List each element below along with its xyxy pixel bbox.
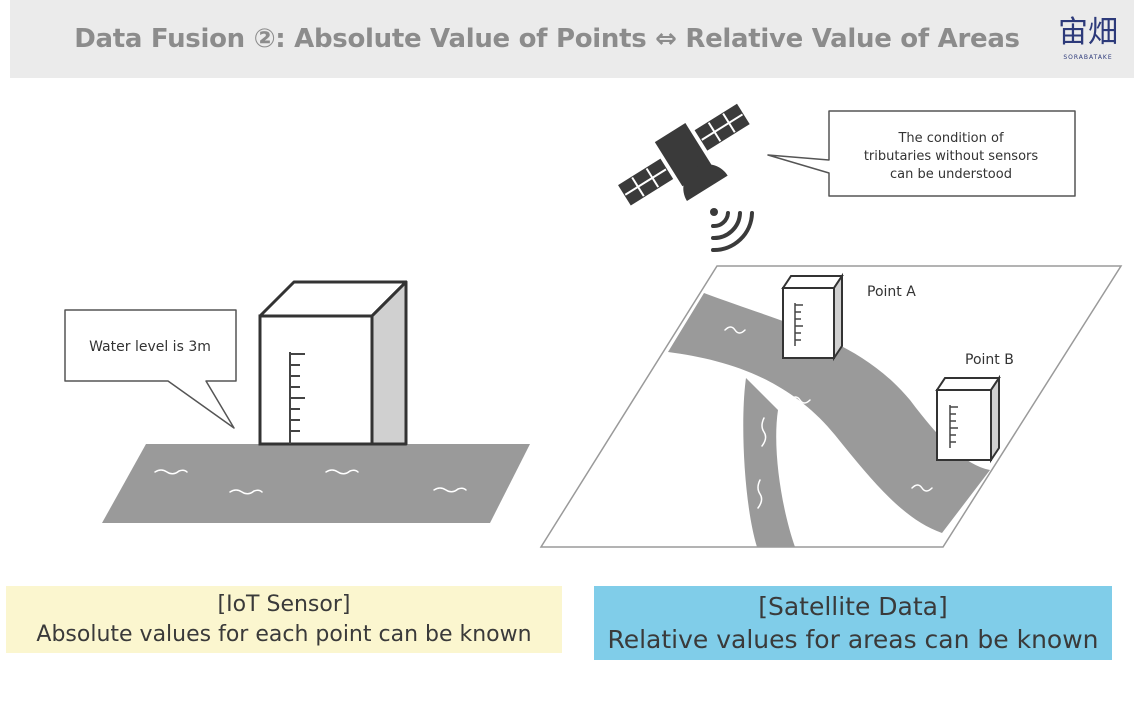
- title-bar: Data Fusion ②: Absolute Value of Points …: [10, 0, 1134, 78]
- water-surface: [102, 444, 530, 523]
- river: [668, 293, 990, 547]
- sensor-point-a: [781, 272, 844, 362]
- solar-panel-right: [694, 103, 750, 151]
- tributaries-callout: The condition of tributaries without sen…: [767, 110, 1076, 197]
- page-title: Data Fusion ②: Absolute Value of Points …: [74, 24, 1020, 54]
- satellite-icon: [618, 103, 750, 206]
- sensor-box: [258, 280, 408, 446]
- satellite-scene: Point A Point B: [539, 103, 1123, 548]
- iot-sensor-box: [IoT Sensor] Absolute values for each po…: [6, 586, 562, 653]
- water-level-text: Water level is 3m: [89, 339, 211, 355]
- satellite-data-heading: [Satellite Data]: [758, 592, 948, 621]
- solar-panel-left: [618, 158, 674, 206]
- logo-text: 宙畑: [1058, 15, 1118, 50]
- point-b-label: Point B: [965, 352, 1014, 368]
- sensor-point-b: [935, 374, 1001, 464]
- callout-line-1: The condition of: [897, 131, 1004, 146]
- iot-sensor-heading: [IoT Sensor]: [217, 592, 351, 617]
- satellite-data-text: Relative values for areas can be known: [607, 625, 1099, 654]
- logo-subtext: SORABATAKE: [1063, 54, 1113, 61]
- signal-waves-icon: [710, 208, 754, 253]
- iot-sensor-scene: Water level is 3m: [64, 280, 530, 523]
- water-level-callout: Water level is 3m: [64, 309, 237, 429]
- point-a-label: Point A: [867, 284, 916, 300]
- callout-line-3: can be understood: [890, 167, 1012, 182]
- sorabatake-logo: 宙畑 SORABATAKE: [1050, 14, 1126, 64]
- water-gauge: [289, 352, 305, 444]
- callout-line-2: tributaries without sensors: [864, 149, 1039, 164]
- satellite-data-box: [Satellite Data] Relative values for are…: [594, 586, 1112, 660]
- iot-sensor-text: Absolute values for each point can be kn…: [36, 622, 532, 647]
- water-ripples: [154, 469, 467, 495]
